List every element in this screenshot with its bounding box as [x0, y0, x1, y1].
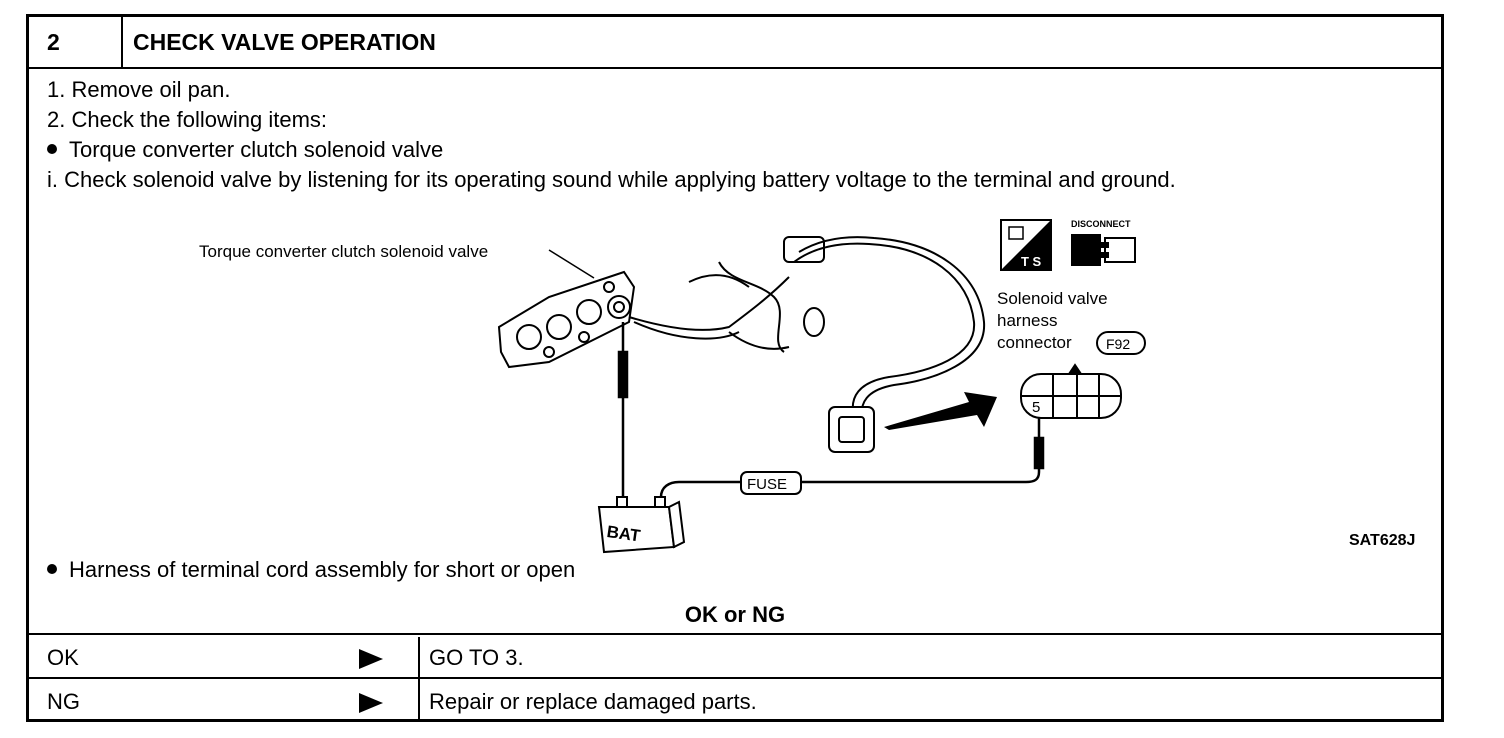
- step-title: CHECK VALVE OPERATION: [133, 29, 436, 55]
- bullet-icon: [47, 144, 57, 155]
- result-label: NG: [47, 689, 80, 714]
- harness-connector-face: [1020, 363, 1122, 419]
- callout-label: Torque converter clutch solenoid valve: [199, 242, 488, 261]
- column-divider: [418, 637, 420, 722]
- result-row: NG Repair or replace damaged parts.: [29, 681, 1441, 723]
- connector-code: F92: [1106, 336, 1130, 352]
- triangle-right-icon: [359, 649, 383, 669]
- result-label: OK: [47, 645, 79, 670]
- wire-harness: [628, 236, 986, 423]
- svg-text:T S: T S: [1021, 254, 1042, 269]
- result-header: OK or NG: [29, 595, 1441, 635]
- instruction-bullet-text: Torque converter clutch solenoid valve: [69, 137, 444, 162]
- battery-icon: [597, 496, 686, 554]
- instruction-line: 2. Check the following items:: [47, 107, 328, 132]
- solenoid-valve-body: [497, 270, 636, 369]
- connector-plug: [828, 406, 875, 453]
- instruction-line: Torque converter clutch solenoid valve: [47, 135, 1176, 165]
- callout-leader: [548, 249, 595, 279]
- step-number: 2: [29, 17, 123, 67]
- wiring-diagram: Torque converter clutch solenoid valve: [199, 219, 1146, 554]
- instruction-list: 1. Remove oil pan. 2. Check the followin…: [47, 75, 1176, 195]
- svg-text:DISCONNECT: DISCONNECT: [1071, 219, 1131, 229]
- figure-id: SAT628J: [1349, 532, 1416, 549]
- fuse-box: [740, 471, 802, 495]
- result-action: Repair or replace damaged parts.: [429, 689, 757, 714]
- result-action: GO TO 3.: [429, 645, 524, 670]
- instruction-line: 1. Remove oil pan.: [47, 77, 231, 102]
- connector-label-line: connector: [997, 333, 1072, 352]
- direction-arrow: [884, 392, 997, 430]
- instruction-line: i. Check solenoid valve by listening for…: [47, 167, 1176, 192]
- ts-icon: T S: [1000, 219, 1052, 271]
- instruction-line: Harness of terminal cord assembly for sh…: [47, 555, 575, 585]
- connector-label-line: harness: [997, 311, 1057, 330]
- disconnect-icon: DISCONNECT: [1071, 219, 1136, 266]
- battery-label: BAT: [606, 522, 643, 546]
- bullet-icon: [47, 564, 57, 575]
- terminal-number: 5: [1032, 399, 1040, 416]
- connector-code-badge: [1096, 331, 1146, 355]
- fuse-label: FUSE: [747, 476, 787, 493]
- procedure-table: 2 CHECK VALVE OPERATION 1. Remove oil pa…: [26, 14, 1444, 722]
- procedure-header: 2 CHECK VALVE OPERATION: [29, 17, 1441, 69]
- instruction-bullet-text: Harness of terminal cord assembly for sh…: [69, 557, 576, 582]
- connector-label-line: Solenoid valve: [997, 289, 1108, 308]
- result-row: OK GO TO 3.: [29, 637, 1441, 679]
- triangle-right-icon: [359, 693, 383, 713]
